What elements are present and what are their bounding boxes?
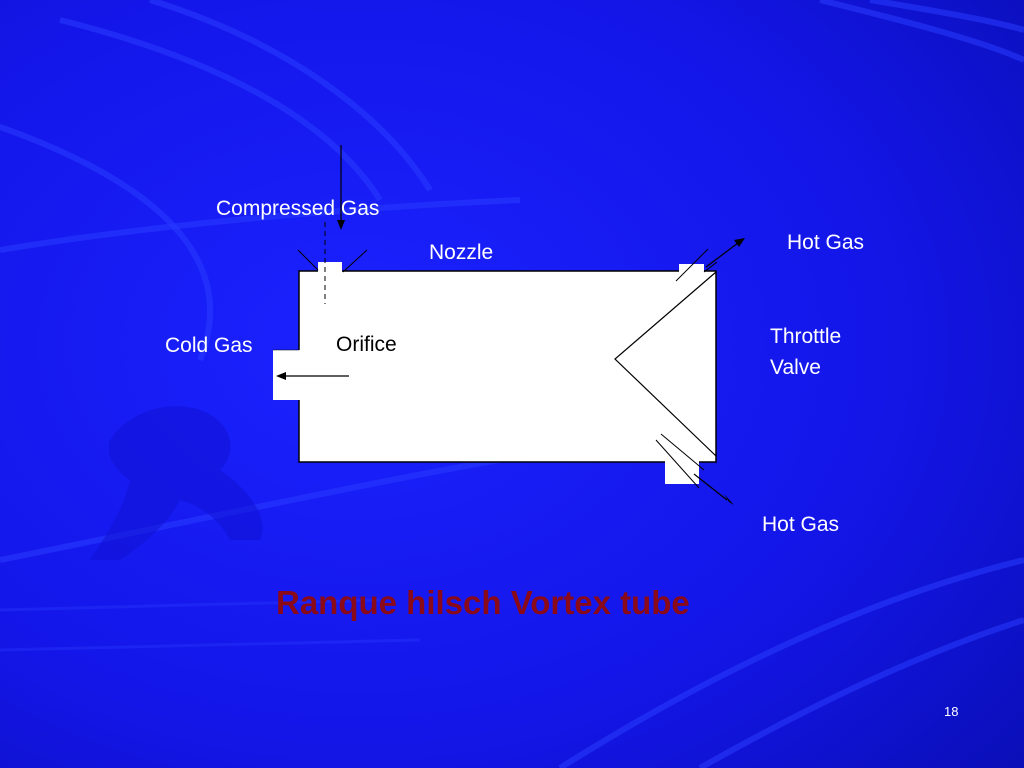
label-hot-gas-top: Hot Gas xyxy=(787,231,865,254)
label-orifice: Orifice xyxy=(336,333,397,356)
hot-gas-outlet-top xyxy=(679,264,704,274)
page-number: 18 xyxy=(944,704,959,719)
nozzle-block xyxy=(318,262,342,274)
label-nozzle: Nozzle xyxy=(429,241,494,264)
hot-gas-outlet-bottom xyxy=(665,460,699,484)
cold-gas-outlet xyxy=(273,350,301,400)
label-cold-gas: Cold Gas xyxy=(165,334,253,357)
hot-gas-bottom-arrow xyxy=(693,473,728,501)
background-runner-silhouette xyxy=(90,406,263,560)
vortex-tube-diagram xyxy=(273,145,745,505)
label-compressed-gas: Compressed Gas xyxy=(216,197,380,220)
background-track-lines xyxy=(0,598,421,652)
tube-body xyxy=(298,270,717,463)
hot-gas-top-arrow xyxy=(705,242,739,268)
label-throttle-line1: Throttle xyxy=(770,325,842,348)
label-throttle-line2: Valve xyxy=(770,356,821,379)
label-hot-gas-bottom: Hot Gas xyxy=(762,513,840,536)
throttle-valve-cone xyxy=(614,271,717,457)
slide-title: Ranque hilsch Vortex tube xyxy=(276,584,690,621)
